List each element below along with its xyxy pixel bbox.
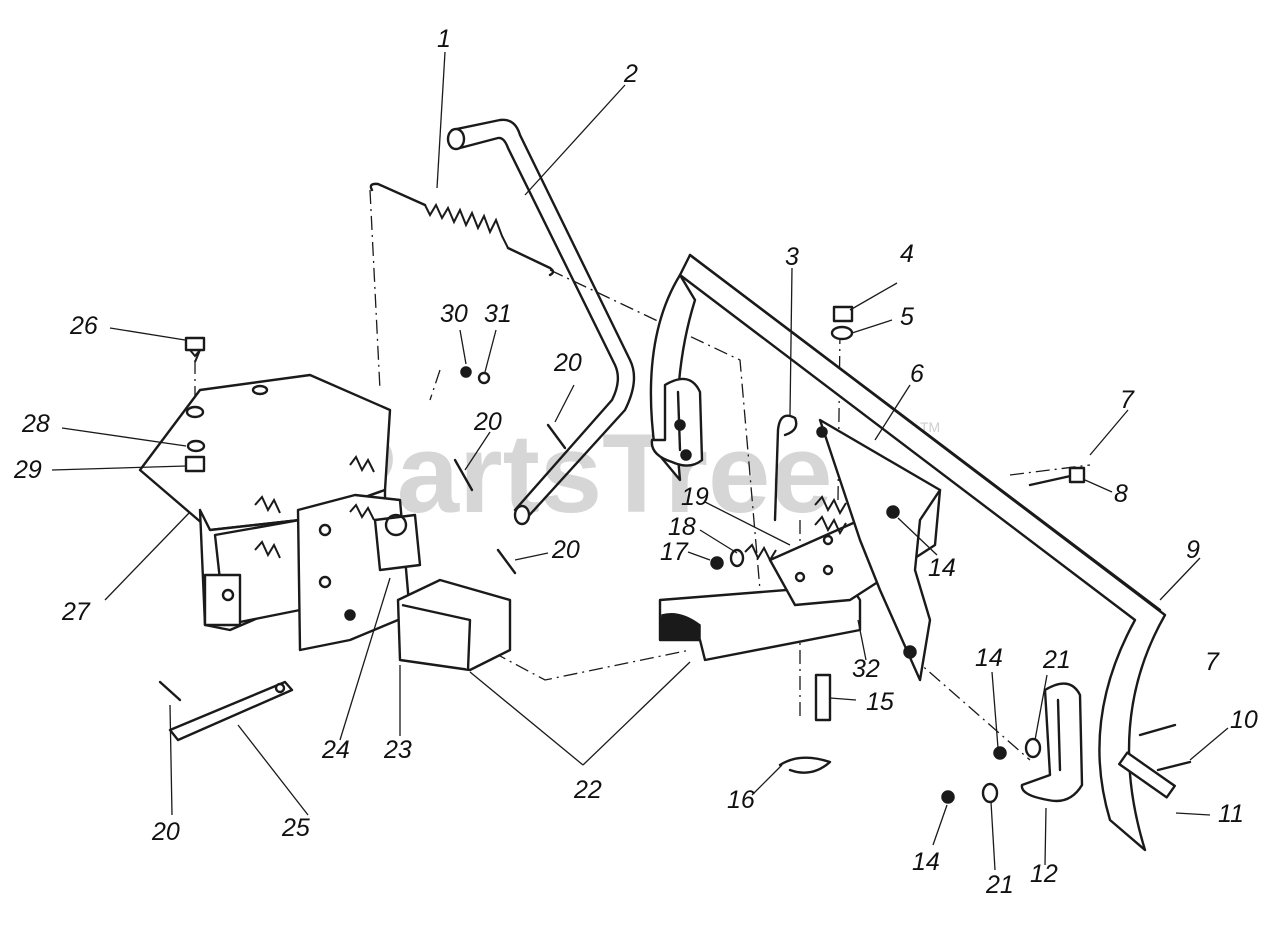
- callout-5: 5: [900, 303, 914, 331]
- callout-20b: 20: [553, 349, 582, 377]
- callout-1: 1: [437, 25, 451, 53]
- side-plate-part-6: [816, 418, 942, 682]
- callout-21a: 21: [1042, 646, 1071, 674]
- callout-31: 31: [484, 300, 512, 328]
- pivot-plate: [296, 493, 422, 652]
- skid-shoe-left: [650, 377, 704, 467]
- callout-32: 32: [852, 655, 880, 683]
- callout-24: 24: [321, 736, 350, 764]
- callout-3: 3: [785, 243, 799, 271]
- callout-30: 30: [440, 300, 468, 328]
- callout-6: 6: [910, 360, 924, 388]
- callout-17: 17: [660, 538, 689, 566]
- callout-28: 28: [21, 410, 50, 438]
- callout-7b: 7: [1205, 648, 1220, 676]
- wear-strip-part-11: [1118, 751, 1176, 799]
- callout-4: 4: [900, 240, 914, 268]
- lift-handle: [446, 118, 636, 526]
- callout-25: 25: [281, 814, 310, 842]
- callout-10: 10: [1230, 706, 1258, 734]
- callout-11: 11: [1218, 800, 1244, 828]
- callout-20c: 20: [473, 408, 502, 436]
- callout-14c: 14: [912, 848, 940, 876]
- callout-21b: 21: [985, 871, 1014, 899]
- callout-19: 19: [681, 483, 709, 511]
- a-frame-tube-part-23: [396, 578, 512, 672]
- leader-lines: [51, 51, 1229, 871]
- callout-23: 23: [383, 736, 412, 764]
- callout-2: 2: [623, 60, 638, 88]
- callout-29: 29: [13, 456, 42, 484]
- hardware: [158, 305, 1192, 804]
- callout-15: 15: [866, 688, 894, 716]
- callout-16: 16: [727, 786, 755, 814]
- watermark-tm: TM: [920, 419, 940, 435]
- callout-14a: 14: [928, 554, 956, 582]
- callout-20d: 20: [551, 536, 580, 564]
- callout-12: 12: [1030, 860, 1058, 888]
- callout-22: 22: [573, 776, 602, 804]
- callout-26: 26: [69, 312, 98, 340]
- callout-20a: 20: [151, 818, 180, 846]
- skid-shoe-part-12: [1020, 682, 1084, 803]
- callout-27: 27: [61, 598, 91, 626]
- callout-9: 9: [1186, 536, 1200, 564]
- callout-14b: 14: [975, 644, 1003, 672]
- threaded-studs: [254, 455, 375, 559]
- callout-7a: 7: [1120, 386, 1135, 414]
- callout-labels: 1 2 3 4 5 6 7 8 9 14 19 18 17 32 15 14 2…: [13, 25, 1258, 899]
- callout-18: 18: [668, 513, 696, 541]
- blade-part-9: [649, 253, 1167, 852]
- spring-part-1: [369, 182, 555, 277]
- callout-8: 8: [1114, 480, 1128, 508]
